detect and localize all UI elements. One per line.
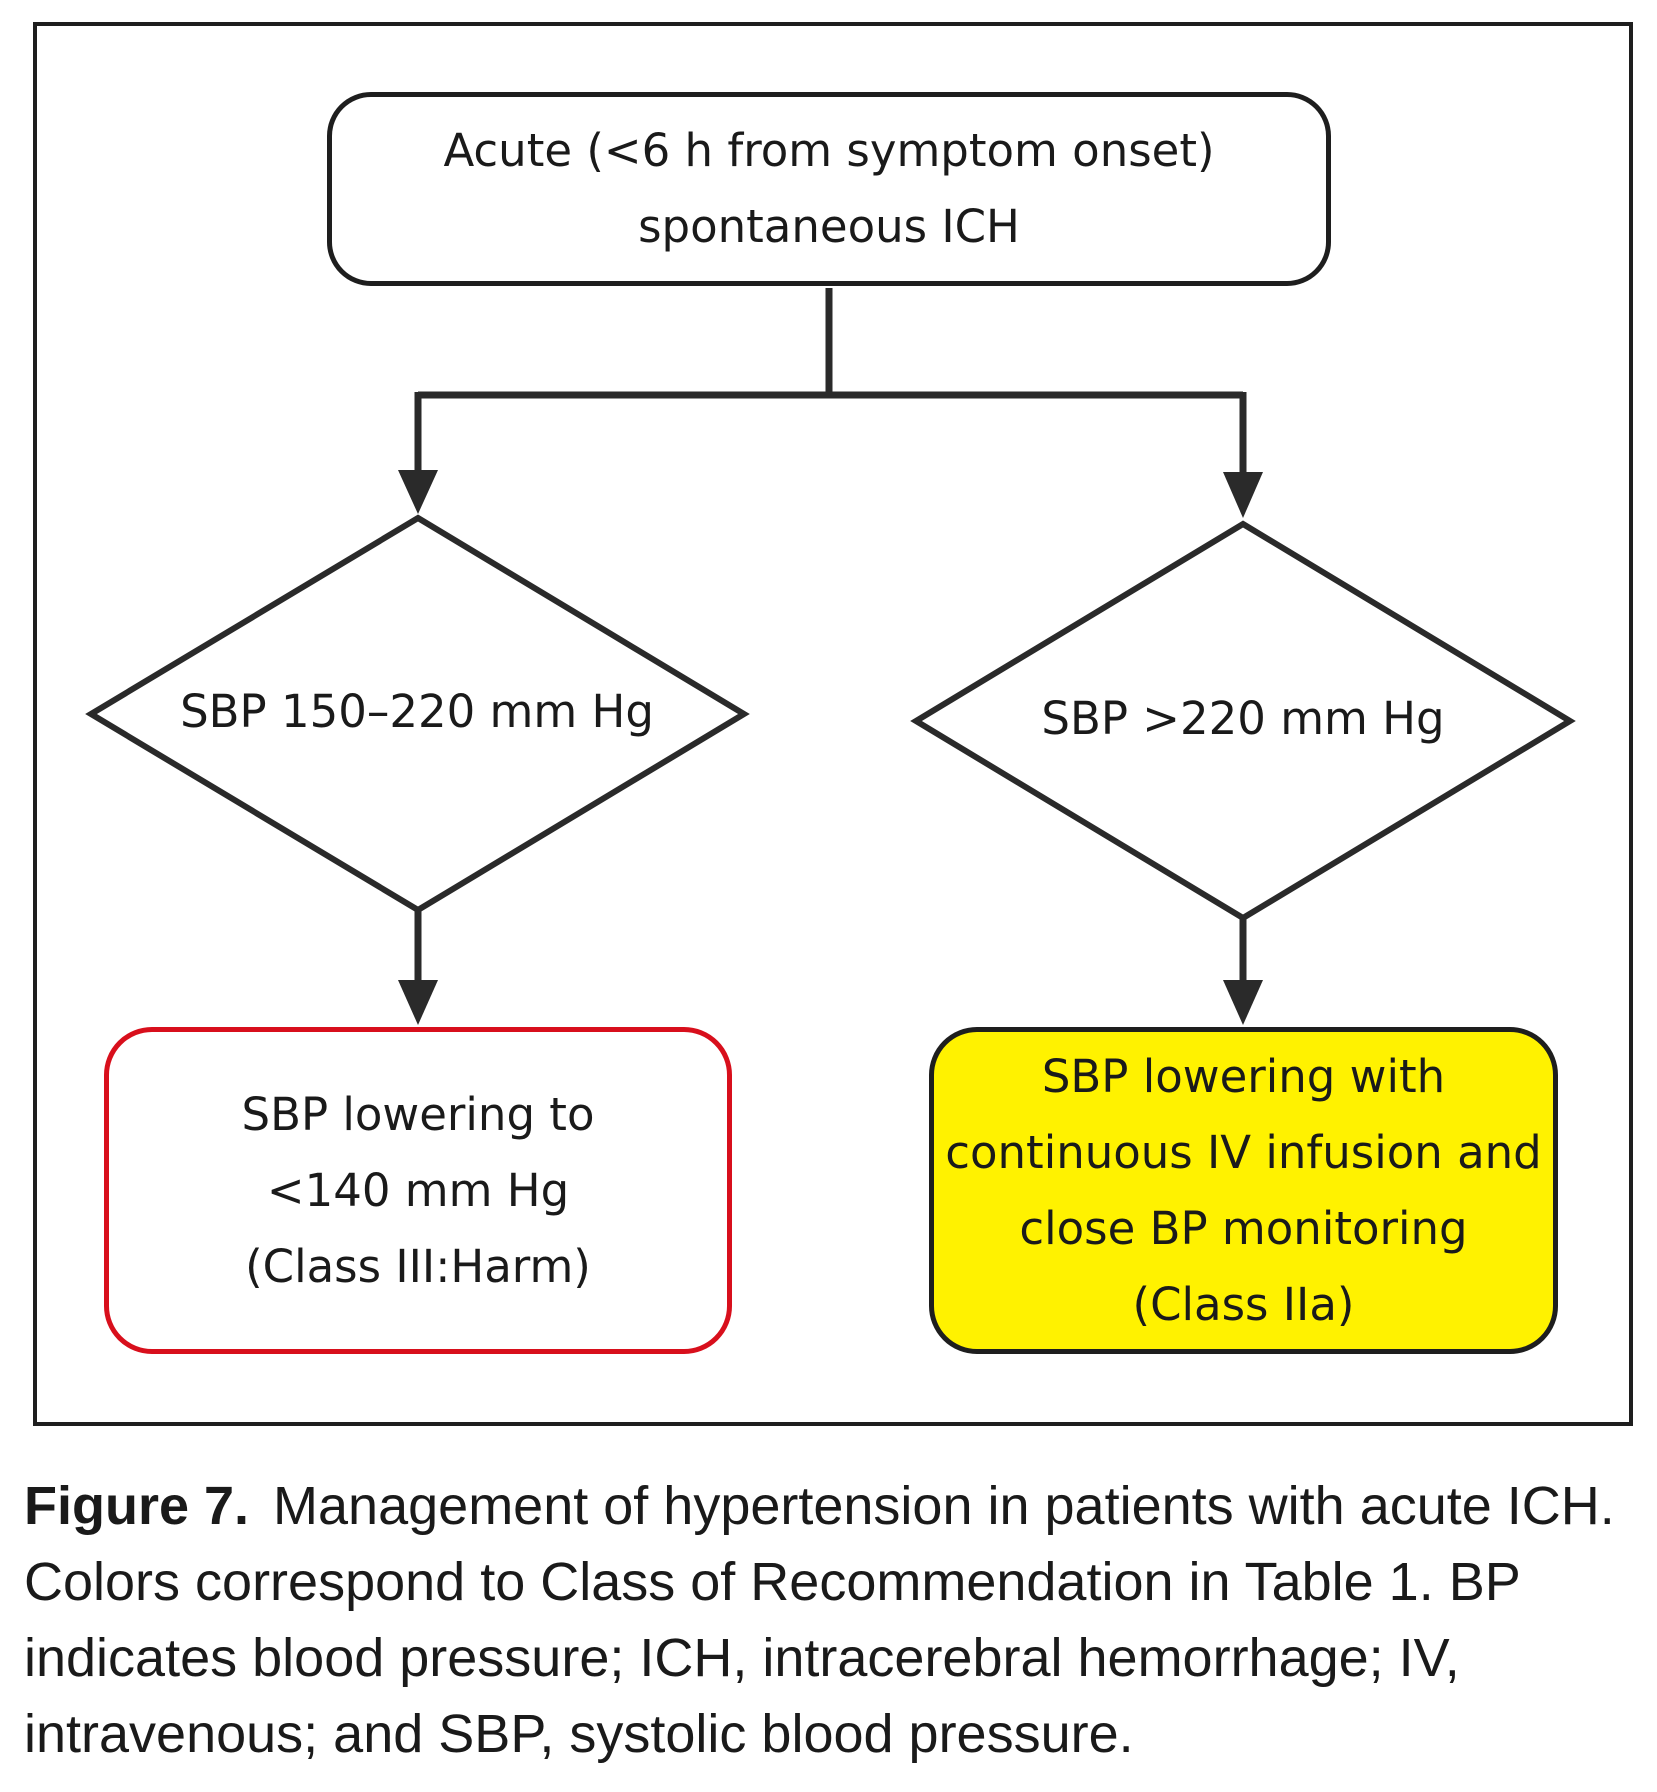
decision-label-left: SBP 150–220 mm Hg [180, 685, 654, 738]
outcome-right-line-2: continuous IV infusion and [945, 1125, 1542, 1179]
figure-caption-label: Figure 7. [24, 1476, 250, 1536]
outcome-right-line-1: SBP lowering with [1041, 1049, 1446, 1103]
arrow-right-outcome [1223, 980, 1263, 1025]
outcome-left-line-3: (Class III:Harm) [245, 1239, 591, 1293]
start-node-line-1: Acute (<6 h from symptom onset) [443, 124, 1215, 177]
figure-caption: Figure 7.Management of hypertension in p… [24, 1468, 1644, 1772]
figure-caption-text: Management of hypertension in patients w… [24, 1476, 1615, 1764]
start-node-line-2: spontaneous ICH [638, 200, 1020, 253]
outcome-node-class-iia: SBP lowering with continuous IV infusion… [929, 1027, 1558, 1354]
outcome-node-class-iii-harm: SBP lowering to <140 mm Hg (Class III:Ha… [104, 1027, 732, 1354]
arrow-left-outcome [398, 980, 438, 1025]
arrow-left-decision [398, 470, 438, 514]
diagram-frame [33, 22, 1633, 1426]
outcome-left-line-1: SBP lowering to [241, 1087, 595, 1141]
outcome-right-line-4: (Class IIa) [1132, 1277, 1355, 1331]
outcome-right-line-3: close BP monitoring [1019, 1201, 1468, 1255]
start-node-acute-ich: Acute (<6 h from symptom onset) spontane… [327, 92, 1331, 286]
decision-label-right: SBP >220 mm Hg [1041, 692, 1445, 745]
outcome-left-line-2: <140 mm Hg [266, 1163, 570, 1217]
arrow-right-decision [1223, 472, 1263, 518]
flowchart-connectors [85, 288, 1576, 1025]
